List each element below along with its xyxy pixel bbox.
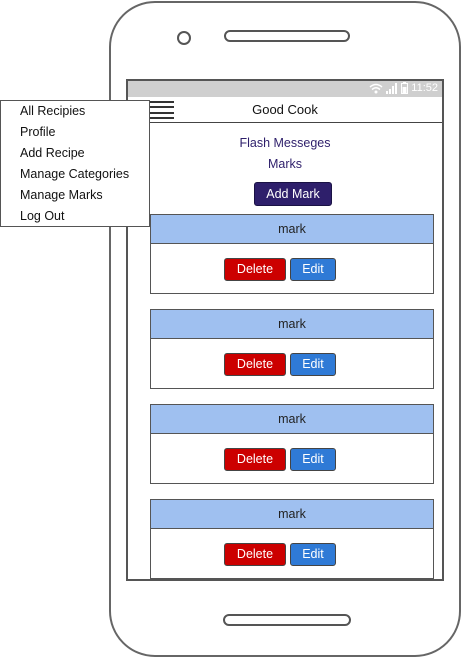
nav-menu: All Recipies Profile Add Recipe Manage C…	[0, 100, 150, 227]
edit-button[interactable]: Edit	[290, 543, 336, 566]
mark-name: mark	[151, 215, 433, 244]
mark-name: mark	[151, 310, 433, 339]
app-title: Good Cook	[252, 102, 318, 117]
menu-item-add-recipe[interactable]: Add Recipe	[20, 146, 85, 160]
delete-button[interactable]: Delete	[224, 543, 286, 566]
mark-card: mark Delete Edit	[150, 214, 434, 294]
mark-name: mark	[151, 500, 433, 529]
delete-button[interactable]: Delete	[224, 258, 286, 281]
mark-card: mark Delete Edit	[150, 309, 434, 389]
speaker-grille	[224, 30, 350, 42]
menu-item-profile[interactable]: Profile	[20, 125, 56, 139]
delete-button[interactable]: Delete	[224, 353, 286, 376]
edit-button[interactable]: Edit	[290, 353, 336, 376]
wifi-icon	[369, 83, 383, 93]
edit-button[interactable]: Edit	[290, 258, 336, 281]
flash-messages: Flash Messeges	[239, 136, 331, 150]
delete-button[interactable]: Delete	[224, 448, 286, 471]
menu-item-manage-marks[interactable]: Manage Marks	[20, 188, 103, 202]
mark-name: mark	[151, 405, 433, 434]
edit-button[interactable]: Edit	[290, 448, 336, 471]
signal-icon	[386, 82, 398, 94]
page-title: Marks	[267, 157, 303, 171]
screen: 11:52 Good Cook Flash Messeges Marks Add…	[126, 79, 444, 581]
camera-icon	[177, 31, 191, 45]
status-bar: 11:52	[128, 81, 442, 97]
app-bar: Good Cook	[128, 98, 442, 123]
battery-icon	[401, 82, 409, 94]
status-icons: 11:52	[369, 82, 438, 94]
mark-card: mark Delete Edit	[150, 499, 434, 579]
menu-item-all-recipes[interactable]: All Recipies	[20, 104, 86, 118]
menu-item-log-out[interactable]: Log Out	[20, 209, 65, 223]
menu-item-manage-categories[interactable]: Manage Categories	[20, 167, 130, 181]
status-time: 11:52	[411, 82, 438, 94]
home-button[interactable]	[223, 614, 351, 626]
add-mark-button[interactable]: Add Mark	[254, 182, 332, 206]
mark-card: mark Delete Edit	[150, 404, 434, 484]
hamburger-icon[interactable]	[148, 101, 174, 119]
